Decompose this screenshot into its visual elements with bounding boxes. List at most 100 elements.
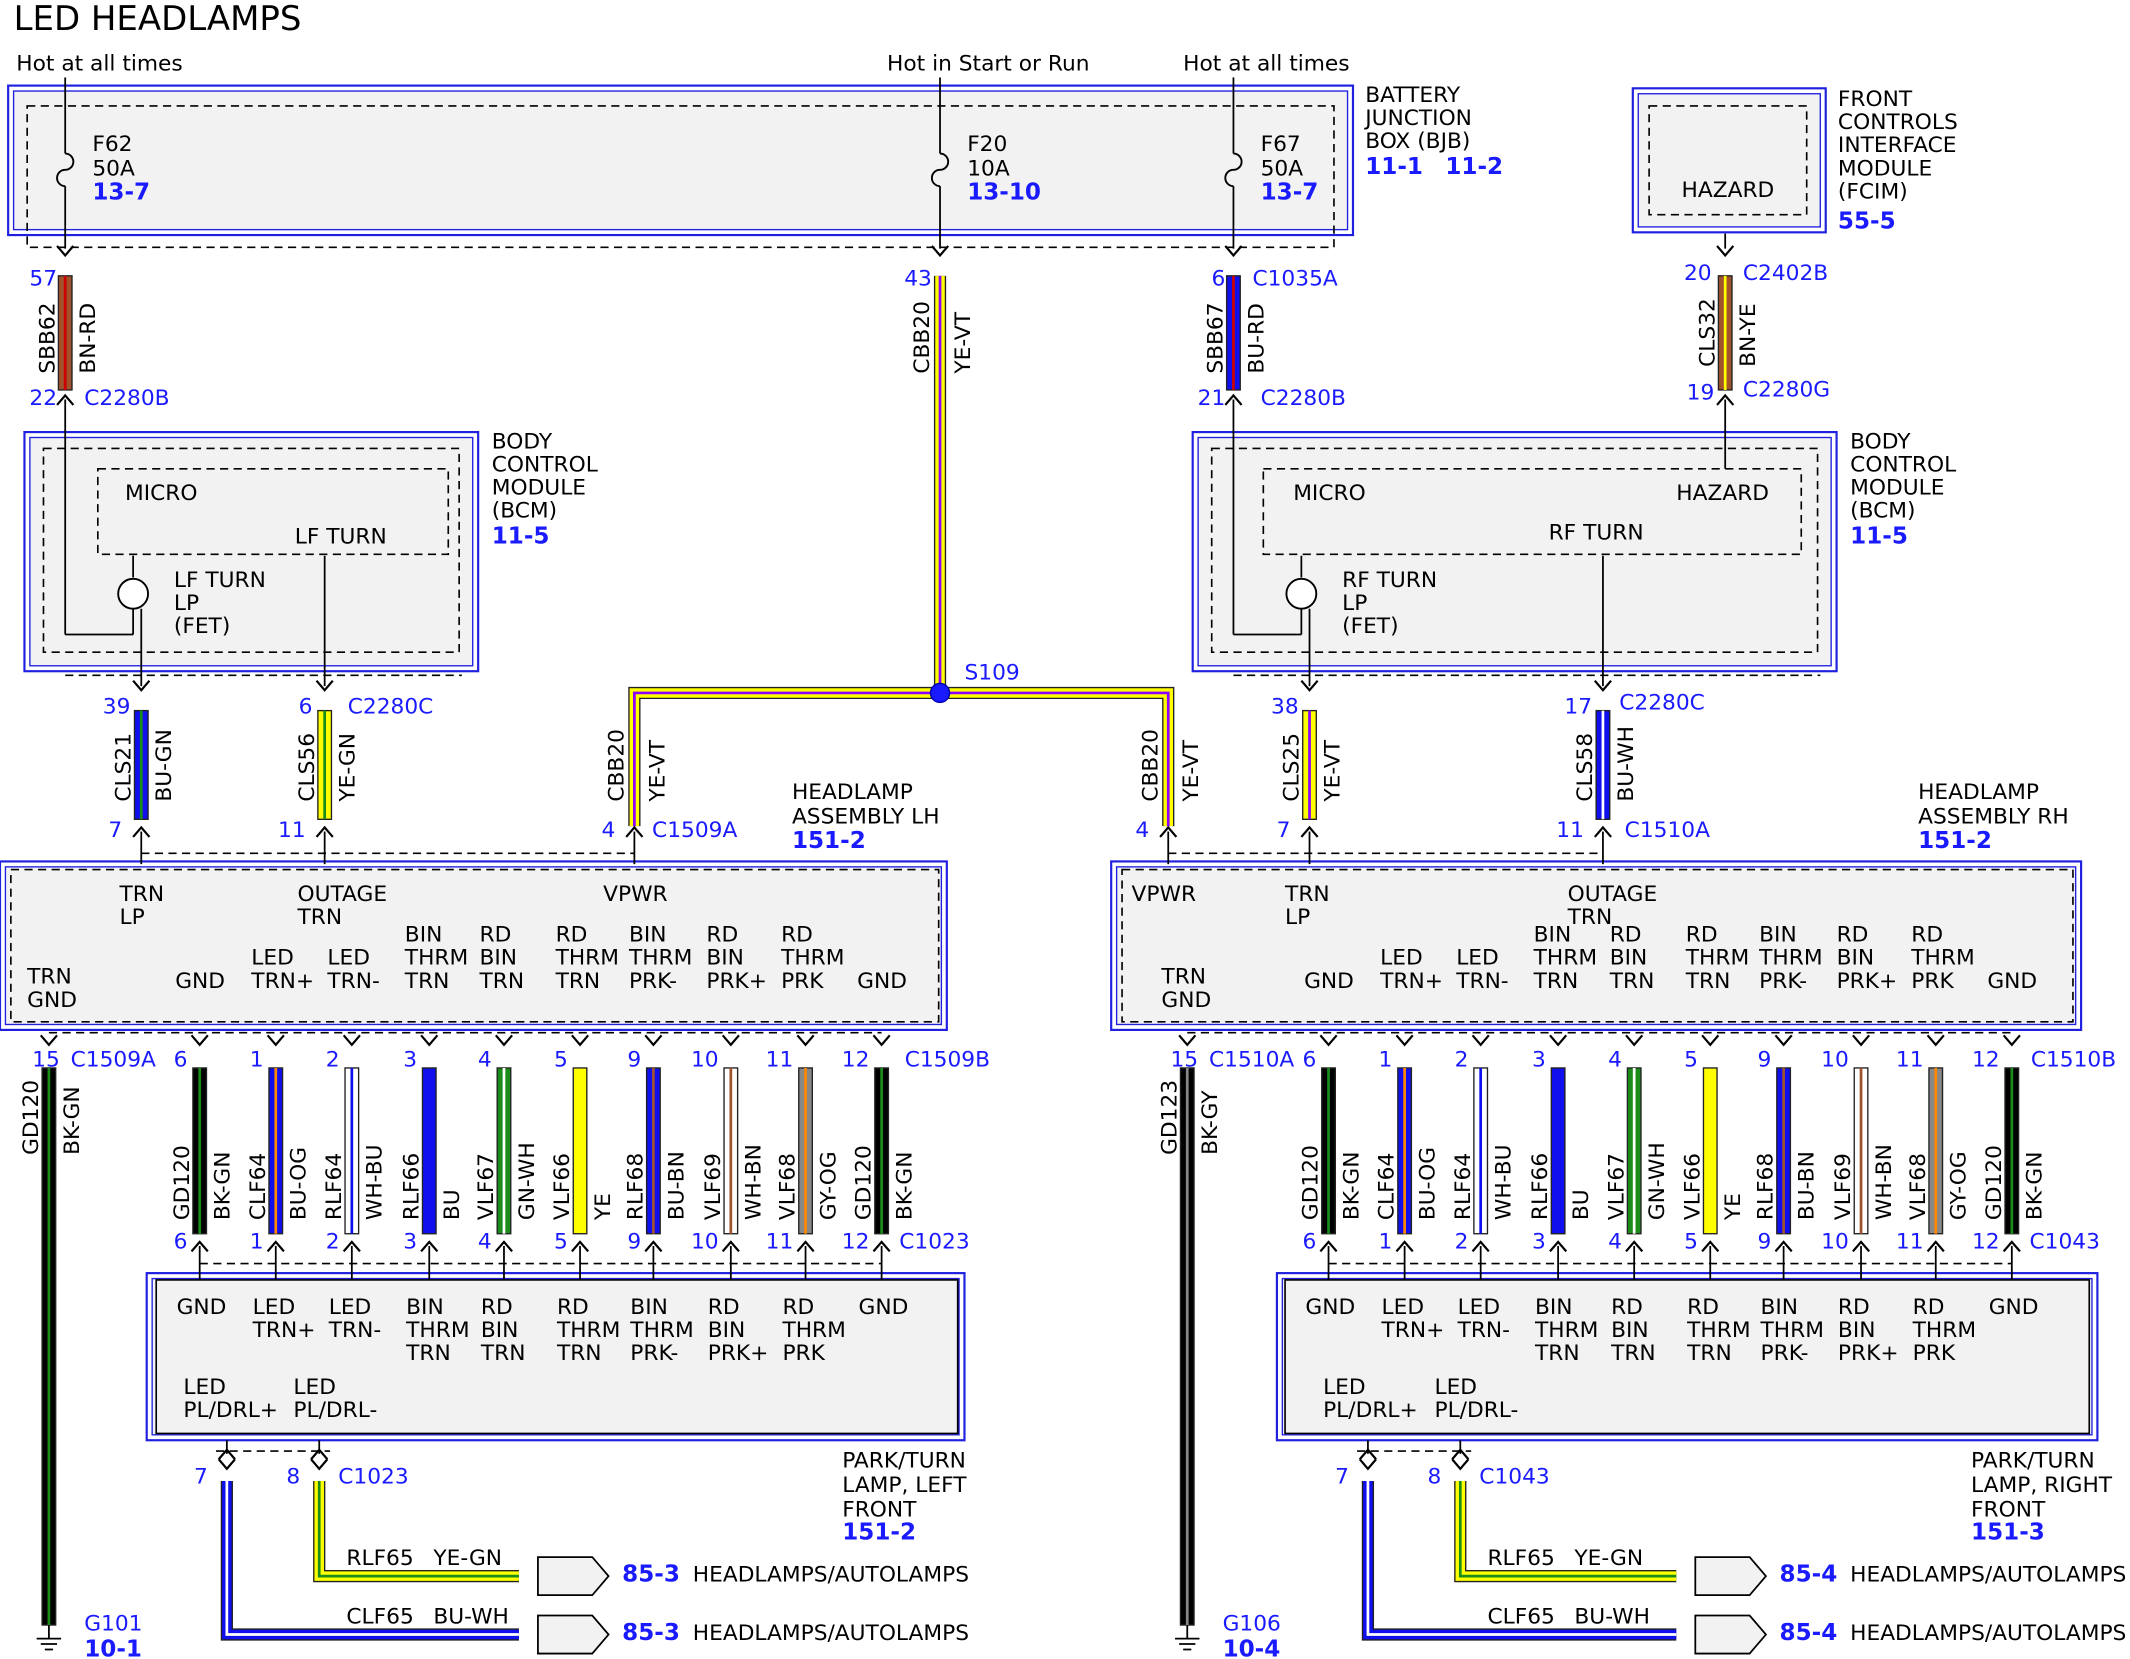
pin-number: 4	[1608, 1230, 1622, 1255]
connector-chevron	[342, 1034, 361, 1047]
wire-pin	[572, 1067, 588, 1235]
pin-number: 38	[1271, 694, 1299, 719]
pin-number: 6	[1302, 1048, 1316, 1073]
destination-ref: 85-4	[1780, 1562, 1838, 1588]
connector-chevron	[1852, 1034, 1871, 1047]
fcim-name: (FCIM)	[1838, 179, 1908, 204]
headlamp-name: ASSEMBLY RH	[1918, 804, 2069, 829]
lamp-pin-function: TRN+	[1381, 1318, 1445, 1343]
pin-number: 5	[1684, 1048, 1698, 1073]
wire-color: BK-GN	[211, 1152, 236, 1221]
connector-chevron	[1926, 1034, 1945, 1047]
circuit-id: VLF68	[1906, 1153, 1931, 1220]
connector-chevron	[1471, 1240, 1490, 1253]
bjb-ref: 11-2	[1445, 154, 1503, 180]
lamp-pin-function: RD	[1687, 1295, 1719, 1320]
connector-chevron	[190, 1034, 209, 1047]
fet-label: RF TURN	[1342, 568, 1437, 593]
connector-chevron	[1300, 825, 1319, 838]
headlamp-ref: 151-2	[792, 828, 866, 854]
connector-chevron	[132, 825, 151, 838]
connector-chevron	[1549, 1240, 1568, 1253]
wire-color: YE-GN	[336, 733, 361, 803]
pin-function: THRM	[1533, 946, 1597, 971]
pin-function: TRN	[1533, 969, 1579, 994]
pin-number: 3	[403, 1230, 417, 1255]
circuit-id: VLF68	[776, 1153, 801, 1220]
connector-id: C1510B	[2031, 1048, 2116, 1073]
pin-function: TRN	[26, 965, 72, 990]
fet-label: LF TURN	[174, 568, 266, 593]
lamp-pin-function: RD	[782, 1295, 814, 1320]
hot-label: Hot in Start or Run	[887, 52, 1089, 77]
pin-function: THRM	[1685, 946, 1749, 971]
wire-color: BK-GN	[893, 1152, 918, 1221]
connector-chevron	[217, 1448, 236, 1460]
destination-label: HEADLAMPS/AUTOLAMPS	[693, 1563, 969, 1588]
wire-color: BN-YE	[1736, 303, 1761, 366]
pin-number: 12	[842, 1230, 870, 1255]
circuit-id: RLF68	[1754, 1153, 1779, 1220]
pin-number: 2	[326, 1048, 340, 1073]
pin-number: 6	[174, 1048, 188, 1073]
park-lamp-name: PARK/TURN	[1971, 1448, 2095, 1473]
pin-number: 11	[766, 1048, 794, 1073]
circuit-id: CLS21	[111, 733, 136, 802]
lamp-pin-function: GND	[1989, 1295, 2039, 1320]
pin-number: 5	[554, 1230, 568, 1255]
lamp-pin-function: PRK	[782, 1341, 825, 1366]
wire-color: WH-BN	[1872, 1144, 1897, 1220]
connector-chevron	[1701, 1240, 1720, 1253]
connector-chevron	[1625, 1034, 1644, 1047]
pin-function: VPWR	[1132, 882, 1197, 907]
bcm-name: CONTROL	[1850, 452, 1956, 477]
connector-id: C1043	[1479, 1465, 1549, 1490]
wire-color: YE-VT	[951, 311, 976, 374]
lamp-pin-function: LED	[1458, 1295, 1501, 1320]
lamp-pin-function: RD	[1913, 1295, 1945, 1320]
wire-color: WH-BU	[1492, 1144, 1517, 1220]
lamp-pin-function: THRM	[1534, 1318, 1598, 1343]
pin-function: BIN	[1534, 923, 1572, 948]
connector-chevron	[571, 1240, 590, 1253]
connector-chevron	[56, 245, 75, 258]
pin-number: 6	[299, 694, 313, 719]
circuit-id: CLF64	[1375, 1153, 1400, 1220]
destination-arrow	[537, 1556, 610, 1597]
circuit-id: CLS25	[1280, 733, 1305, 802]
circuit-id: RLF68	[624, 1153, 649, 1220]
wire-cbb20-lh-stripe	[633, 275, 942, 827]
fcim-name: CONTROLS	[1838, 110, 1958, 135]
connector-chevron	[1701, 1034, 1720, 1047]
connector-chevron	[1300, 680, 1319, 692]
wire-cbb20-lh-outline	[628, 275, 947, 827]
circuit-id: GD120	[19, 1080, 44, 1155]
hot-label: Hot at all times	[1183, 52, 1349, 77]
connector-chevron	[1451, 1448, 1470, 1460]
pin-number: 10	[1821, 1048, 1849, 1073]
fet-transistor-icon	[1285, 577, 1318, 610]
connector-chevron	[1224, 245, 1243, 258]
pin-number: 3	[1532, 1048, 1546, 1073]
fet-label: (FET)	[1342, 614, 1398, 639]
lamp-pin-function: RD	[1611, 1295, 1643, 1320]
wire-color: BU-BN	[664, 1151, 689, 1220]
pin-number: 2	[326, 1230, 340, 1255]
bjb-name: JUNCTION	[1363, 106, 1472, 131]
lamp-pin-function: BIN	[481, 1318, 519, 1343]
connector-chevron	[315, 680, 334, 692]
bjb-inner	[12, 90, 1349, 231]
connector-chevron	[872, 1034, 891, 1047]
circuit-id: RLF66	[399, 1153, 424, 1220]
pin-function: GND	[1304, 969, 1354, 994]
lamp-pin-function: RD	[1838, 1295, 1870, 1320]
wire-color: YE-GN	[432, 1546, 502, 1571]
fuse-rating: 10A	[967, 156, 1010, 181]
pin-number: 4	[1608, 1048, 1622, 1073]
bcm-left-dashed	[42, 447, 460, 654]
lamp-pin-function: TRN	[1534, 1341, 1580, 1366]
pin-number: 10	[1821, 1230, 1849, 1255]
pin-function: BIN	[706, 946, 744, 971]
park-lamp-name: FRONT	[842, 1497, 917, 1522]
destination-ref: 85-3	[622, 1562, 680, 1588]
